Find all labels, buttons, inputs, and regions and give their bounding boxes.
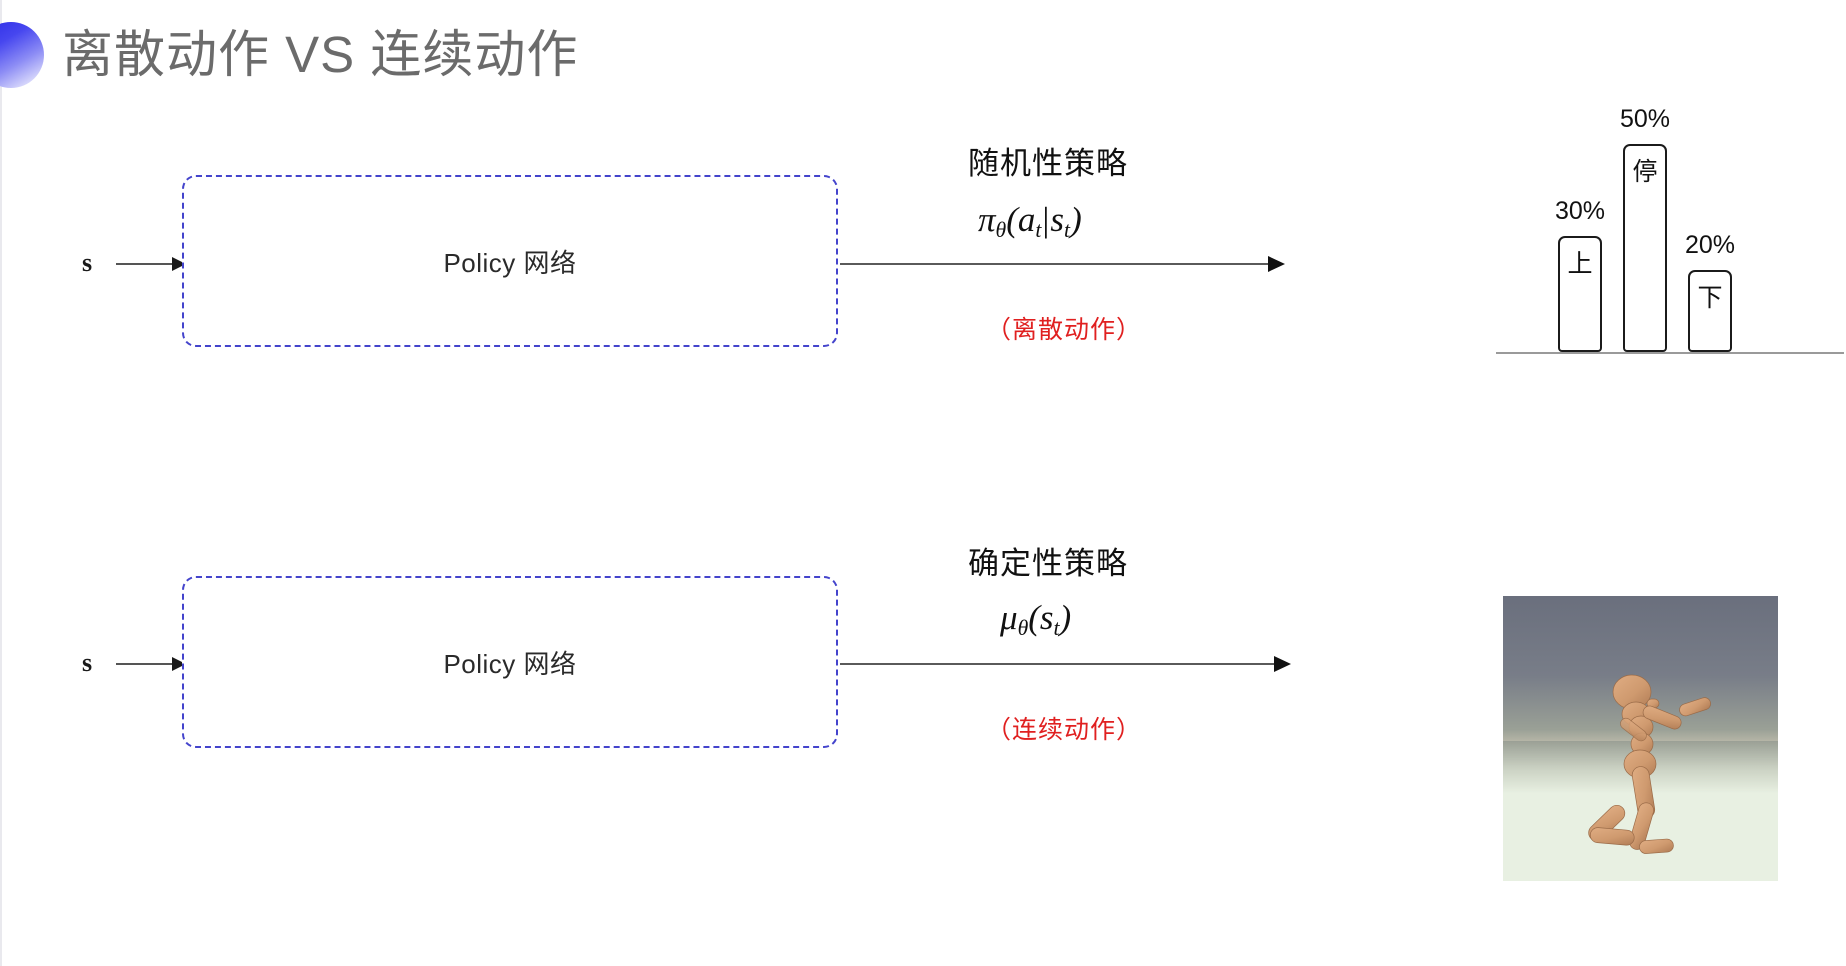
policy-note-discrete: （离散动作） xyxy=(986,316,1143,344)
bar-category-label-2: 下 xyxy=(1697,284,1723,312)
output-arrow-continuous xyxy=(840,656,1291,672)
bar-value-label-0: 30% xyxy=(1554,197,1606,225)
formula-state-symbol-2: s xyxy=(1039,598,1054,637)
bar-rect-0[interactable] xyxy=(1558,236,1602,352)
formula-fn-pi: π xyxy=(978,200,996,239)
state-input-label-discrete: s xyxy=(82,248,93,277)
bar-value-label-1: 50% xyxy=(1619,105,1671,133)
formula-theta-subscript: θ xyxy=(995,218,1007,243)
action-probability-bar-chart: 30% 上 50% 停 20% 下 xyxy=(1496,100,1844,400)
bar-rect-1[interactable] xyxy=(1623,144,1667,352)
input-arrow-continuous xyxy=(116,657,186,671)
input-arrow-discrete xyxy=(116,257,186,271)
formula-theta-subscript-2: θ xyxy=(1017,616,1029,641)
policy-note-continuous: （连续动作） xyxy=(986,716,1143,744)
formula-close-paren-2: ) xyxy=(1059,598,1072,637)
bar-group-0: 30% 上 xyxy=(1555,197,1605,352)
formula-open-paren-2: ( xyxy=(1028,598,1040,637)
diagram-row-discrete: s Policy 网络 随机性策略 πθ(at|st) （离散动作） 30% 上… xyxy=(82,100,1844,400)
formula-state-subscript-2: t xyxy=(1053,616,1060,641)
policy-kind-stochastic: 随机性策略 xyxy=(968,146,1128,181)
policy-formula-deterministic: μθ(st) xyxy=(1000,598,1071,641)
formula-state-subscript: t xyxy=(1064,218,1071,243)
slide-left-edge xyxy=(0,0,2,966)
formula-state-symbol: s xyxy=(1050,200,1065,239)
formula-fn-mu: μ xyxy=(1000,598,1018,637)
bar-rect-2[interactable] xyxy=(1688,270,1732,352)
policy-network-label-discrete: Policy 网络 xyxy=(443,247,577,278)
bar-group-1: 50% 停 xyxy=(1620,105,1670,352)
policy-network-box-discrete[interactable]: Policy 网络 xyxy=(182,175,838,347)
output-arrow-discrete xyxy=(840,256,1285,272)
policy-formula-stochastic: πθ(at|st) xyxy=(978,200,1082,243)
formula-conditional-bar: | xyxy=(1042,200,1050,239)
policy-network-box-continuous[interactable]: Policy 网络 xyxy=(182,576,838,748)
formula-action-symbol: a xyxy=(1017,200,1036,239)
formula-action-subscript: t xyxy=(1035,218,1042,243)
state-input-label-continuous: s xyxy=(82,648,93,677)
humanoid-simulation-image xyxy=(1503,596,1778,881)
bar-category-label-1: 停 xyxy=(1632,158,1658,186)
humanoid-figure-icon xyxy=(1588,674,1711,854)
bar-group-2: 20% 下 xyxy=(1685,231,1735,352)
policy-kind-deterministic: 确定性策略 xyxy=(968,546,1128,581)
formula-open-paren: ( xyxy=(1006,200,1018,239)
bar-value-label-2: 20% xyxy=(1684,231,1736,259)
diagram-row-continuous: s Policy 网络 确定性策略 μθ(st) （连续动作） xyxy=(0,480,1846,966)
formula-close-paren: ) xyxy=(1070,200,1082,239)
policy-network-label-continuous: Policy 网络 xyxy=(443,648,577,679)
bar-chart-baseline-axis xyxy=(1496,352,1844,354)
bar-category-label-0: 上 xyxy=(1567,250,1593,278)
page-title: 离散动作 VS 连续动作 xyxy=(62,26,579,83)
